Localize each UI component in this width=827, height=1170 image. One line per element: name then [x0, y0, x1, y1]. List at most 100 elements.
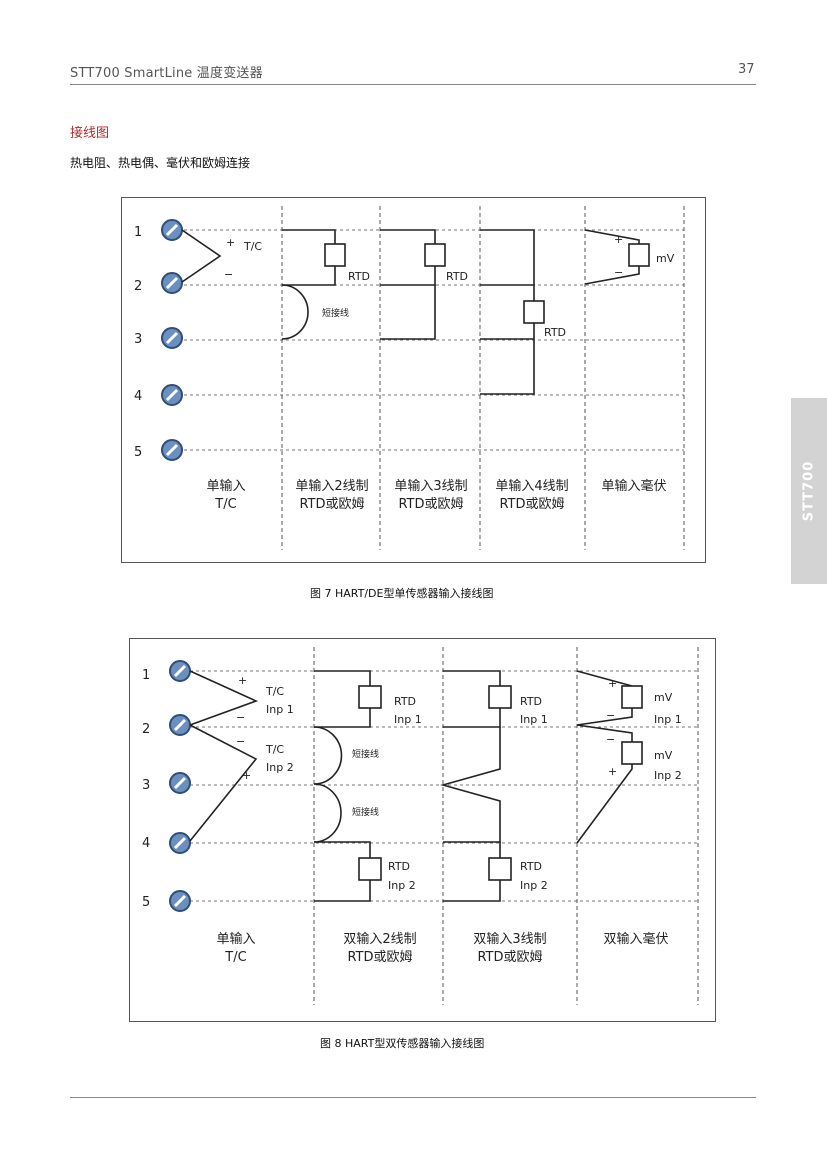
rtd-2wire — [281, 229, 346, 340]
svg-text:2: 2 — [142, 722, 150, 737]
terminal-screw-icon — [161, 384, 183, 406]
column-labels: 单输入 T/C 双输入2线制 RTD或欧姆 双输入3线制 RTD或欧姆 双输入毫… — [216, 931, 668, 965]
section-subtitle: 热电阻、热电偶、毫伏和欧姆连接 — [70, 156, 251, 170]
svg-text:4: 4 — [142, 836, 150, 851]
terminal-screws — [161, 219, 183, 461]
svg-text:Inp 2: Inp 2 — [520, 879, 548, 892]
svg-text:Inp 1: Inp 1 — [266, 703, 294, 716]
svg-text:RTD: RTD — [388, 860, 410, 873]
dual-rtd-2wire — [313, 670, 382, 902]
svg-text:−: − — [606, 733, 615, 746]
svg-text:Inp 2: Inp 2 — [388, 879, 416, 892]
svg-text:Inp 1: Inp 1 — [394, 713, 422, 726]
dual-rtd-3wire — [440, 670, 512, 902]
svg-text:短接线: 短接线 — [352, 806, 379, 818]
svg-text:+: + — [614, 233, 623, 246]
terminal-screw-icon — [169, 772, 191, 794]
svg-text:Inp 1: Inp 1 — [520, 713, 548, 726]
figure-2-caption: 图 8 HART型双传感器输入接线图 — [320, 1037, 485, 1050]
svg-text:单输入: 单输入 — [206, 478, 245, 494]
thermocouple-wires — [189, 670, 259, 842]
svg-text:短接线: 短接线 — [352, 748, 379, 760]
svg-text:RTD: RTD — [520, 860, 542, 873]
page-number: 37 — [738, 62, 755, 77]
jumper-label: 短接线 — [322, 307, 349, 319]
svg-text:−: − — [606, 709, 615, 722]
terminal-number: 2 — [134, 279, 142, 294]
svg-text:单输入3线制: 单输入3线制 — [394, 478, 467, 494]
millivolt-source — [584, 229, 650, 285]
footer-divider — [70, 1097, 756, 1098]
svg-text:RTD: RTD — [544, 326, 566, 339]
svg-text:单输入毫伏: 单输入毫伏 — [601, 478, 666, 494]
svg-text:+: + — [608, 677, 617, 690]
terminal-number: 5 — [134, 445, 142, 460]
svg-text:Inp 2: Inp 2 — [654, 769, 682, 782]
svg-text:Inp 2: Inp 2 — [266, 761, 294, 774]
svg-text:RTD或欧姆: RTD或欧姆 — [398, 497, 463, 512]
side-tab: STT700 — [791, 398, 827, 584]
rtd-4wire — [480, 229, 545, 395]
terminal-number: 3 — [134, 332, 142, 347]
dual-millivolt-source — [576, 670, 643, 844]
svg-text:3: 3 — [142, 778, 150, 793]
svg-text:+: + — [608, 765, 617, 778]
header-divider — [70, 84, 756, 85]
section-title: 接线图 — [70, 126, 110, 141]
mv-label: mV — [656, 252, 675, 265]
rtd-label: RTD — [348, 270, 370, 283]
svg-text:−: − — [236, 735, 245, 748]
column-separators — [281, 206, 685, 550]
side-tab-label: STT700 — [801, 460, 817, 522]
header-title: STT700 SmartLine 温度变送器 — [70, 66, 263, 81]
svg-text:1: 1 — [142, 668, 150, 683]
column-labels: 单输入 T/C 单输入2线制 RTD或欧姆 单输入3线制 RTD或欧姆 单输入4… — [206, 478, 666, 512]
terminal-guide-lines — [184, 229, 684, 451]
terminal-numbers: 1 2 3 4 5 — [134, 225, 142, 460]
svg-text:双输入2线制: 双输入2线制 — [343, 931, 416, 947]
svg-text:RTD或欧姆: RTD或欧姆 — [499, 497, 564, 512]
svg-text:−: − — [236, 711, 245, 724]
svg-text:−: − — [224, 268, 233, 281]
svg-text:mV: mV — [654, 691, 673, 704]
svg-text:双输入3线制: 双输入3线制 — [473, 931, 546, 947]
svg-text:mV: mV — [654, 749, 673, 762]
terminal-screw-icon — [169, 832, 191, 854]
tc-label: T/C — [243, 240, 262, 253]
svg-text:T/C: T/C — [214, 497, 236, 512]
terminal-screw-icon — [169, 890, 191, 912]
svg-text:双输入毫伏: 双输入毫伏 — [603, 931, 668, 947]
wiring-diagram-single-sensor: 1 2 3 4 5 + T/C − RTD 短接线 — [121, 197, 706, 563]
svg-text:+: + — [226, 236, 235, 249]
svg-text:RTD或欧姆: RTD或欧姆 — [347, 950, 412, 965]
svg-text:RTD: RTD — [394, 695, 416, 708]
svg-text:T/C: T/C — [265, 685, 284, 698]
terminal-screws — [169, 660, 191, 912]
svg-text:−: − — [614, 266, 623, 279]
column-separators — [313, 647, 699, 1005]
terminal-screw-icon — [161, 327, 183, 349]
svg-text:RTD: RTD — [446, 270, 468, 283]
svg-text:5: 5 — [142, 895, 150, 910]
terminal-screw-icon — [169, 660, 191, 682]
rtd-3wire — [380, 229, 446, 340]
svg-text:RTD: RTD — [520, 695, 542, 708]
terminal-screw-icon — [161, 219, 183, 241]
thermocouple-wires — [181, 229, 222, 283]
wiring-diagram-dual-sensor: 1 2 3 4 5 + − − + T/C Inp 1 T/C Inp 2 — [129, 638, 716, 1022]
svg-text:RTD或欧姆: RTD或欧姆 — [299, 497, 364, 512]
svg-text:单输入2线制: 单输入2线制 — [295, 478, 368, 494]
svg-text:单输入4线制: 单输入4线制 — [495, 478, 568, 494]
svg-text:RTD或欧姆: RTD或欧姆 — [477, 950, 542, 965]
svg-text:+: + — [242, 769, 251, 782]
terminal-number: 1 — [134, 225, 142, 240]
terminal-screw-icon — [161, 272, 183, 294]
terminal-numbers: 1 2 3 4 5 — [142, 668, 150, 910]
terminal-number: 4 — [134, 389, 142, 404]
svg-text:T/C: T/C — [224, 950, 246, 965]
terminal-screw-icon — [161, 439, 183, 461]
svg-text:T/C: T/C — [265, 743, 284, 756]
svg-text:单输入: 单输入 — [216, 931, 255, 947]
terminal-screw-icon — [169, 714, 191, 736]
wiring-diagram-2-svg: 1 2 3 4 5 + − − + T/C Inp 1 T/C Inp 2 — [142, 647, 700, 1005]
